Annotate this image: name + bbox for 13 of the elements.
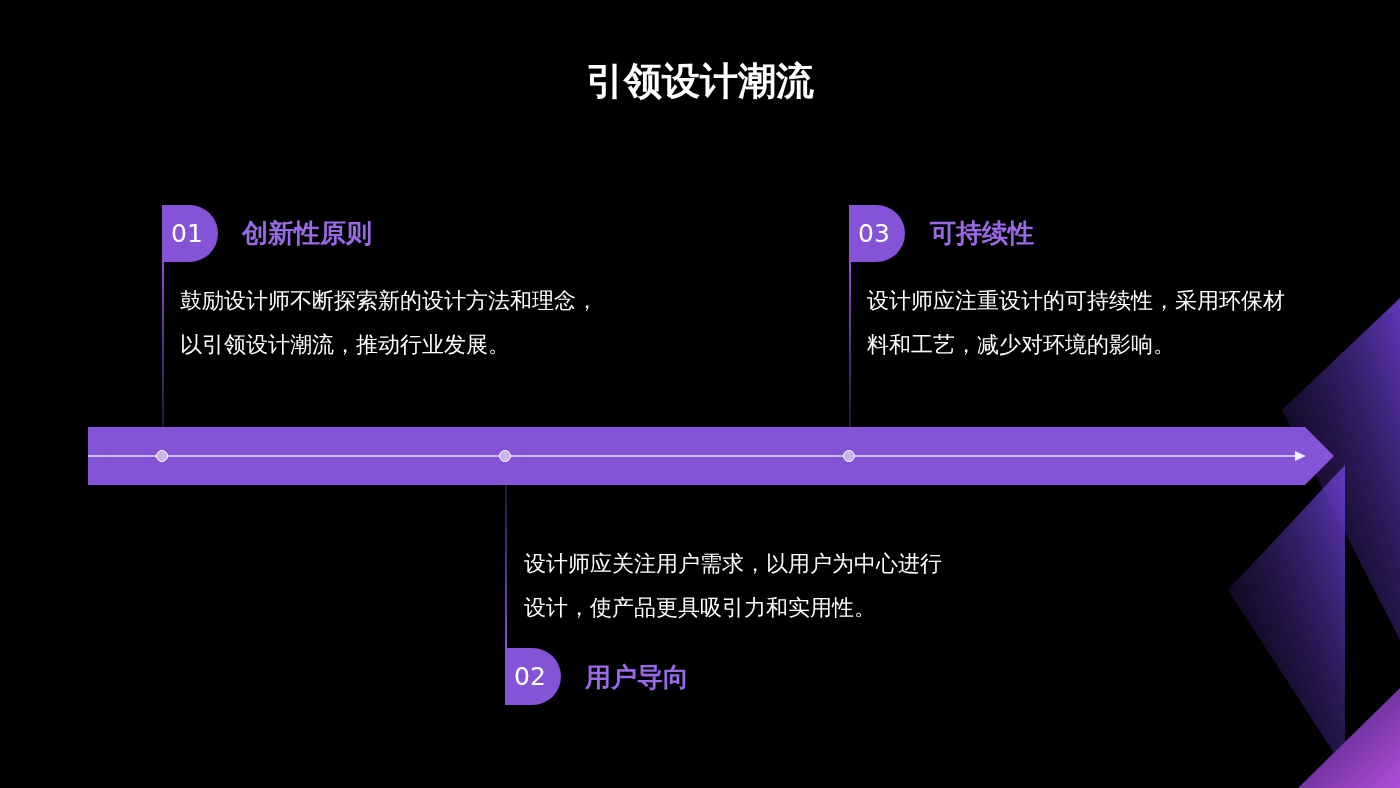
title: 引领设计潮流: [585, 58, 815, 105]
milestone-heading: 可持续性: [930, 217, 1034, 250]
number-badge: 02: [505, 648, 561, 705]
number-badge: 03: [849, 205, 905, 262]
milestone-text: 设计师应注重设计的可持续性，采用环保材料和工艺，减少对环境的影响。: [867, 287, 1286, 359]
milestone-heading: 创新性原则: [242, 217, 372, 250]
connector-line: [849, 261, 851, 428]
milestone-heading: 用户导向: [585, 661, 689, 694]
number-badge: 01: [162, 205, 218, 262]
connector-line: [162, 261, 164, 428]
milestone-text: 设计师应关注用户需求，以用户为中心进行设计，使产品更具吸引力和实用性。: [524, 550, 943, 622]
connector-line: [505, 484, 507, 649]
milestone-text: 鼓励设计师不断探索新的设计方法和理念，以引领设计潮流，推动行业发展。: [180, 287, 599, 359]
